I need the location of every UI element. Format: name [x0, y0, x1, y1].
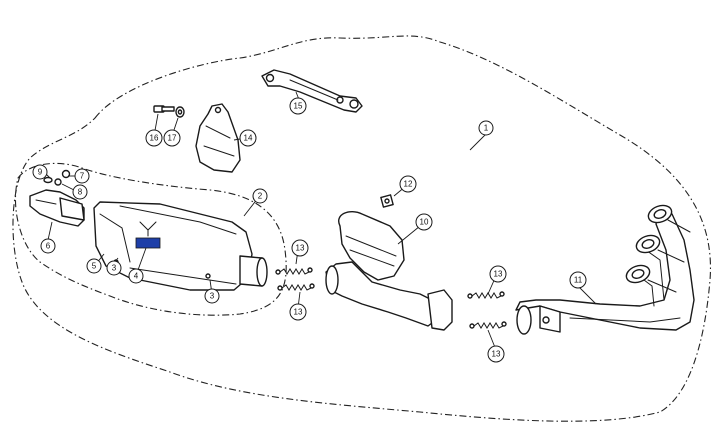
callout-8: 8 — [72, 184, 88, 200]
callout-3-upper: 3 — [106, 260, 122, 276]
svg-text:11: 11 — [574, 276, 583, 285]
svg-text:12: 12 — [404, 180, 413, 189]
svg-text:13: 13 — [494, 270, 503, 279]
end-cap-part — [29, 189, 85, 227]
callout-11: 11 — [569, 271, 587, 289]
callout-13-left-lower: 13 — [289, 303, 307, 321]
svg-text:9: 9 — [38, 168, 43, 177]
callout-16: 16 — [145, 129, 163, 147]
spring-part — [467, 291, 505, 299]
callout-1: 1 — [478, 120, 494, 136]
svg-text:15: 15 — [294, 102, 303, 111]
callout-12: 12 — [399, 175, 417, 193]
svg-text:3: 3 — [210, 292, 215, 301]
svg-text:4: 4 — [134, 272, 139, 281]
svg-text:8: 8 — [78, 188, 83, 197]
silencer-group-boundary — [14, 162, 287, 316]
callout-14: 14 — [239, 129, 257, 147]
clamp-strap-part — [195, 103, 241, 173]
svg-text:14: 14 — [244, 134, 253, 143]
callout-4: 4 — [128, 268, 144, 284]
leader-lines — [45, 91, 597, 351]
svg-text:6: 6 — [46, 242, 51, 251]
svg-text:10: 10 — [420, 218, 429, 227]
svg-text:7: 7 — [80, 172, 85, 181]
svg-text:2: 2 — [258, 192, 263, 201]
bolt-part — [153, 105, 175, 113]
nut-part — [380, 194, 394, 208]
svg-text:13: 13 — [492, 350, 501, 359]
callout-2: 2 — [252, 188, 268, 204]
link-pipe-part — [325, 210, 453, 331]
callout-17: 17 — [163, 129, 181, 147]
svg-text:1: 1 — [484, 124, 489, 133]
svg-text:3: 3 — [112, 264, 117, 273]
mounting-bracket-part — [261, 69, 363, 113]
svg-text:16: 16 — [150, 134, 159, 143]
callout-13-left-upper: 13 — [291, 239, 309, 257]
spring-part — [469, 321, 507, 329]
svg-text:13: 13 — [296, 244, 305, 253]
spring-part — [275, 267, 313, 275]
callout-10: 10 — [415, 213, 433, 231]
callout-3-lower: 3 — [204, 288, 220, 304]
spring-part — [277, 283, 315, 291]
assembly-boundary-outline — [12, 35, 712, 422]
callout-15: 15 — [289, 97, 307, 115]
washer-part — [175, 106, 185, 118]
callout-13-right-upper: 13 — [489, 265, 507, 283]
callout-6: 6 — [40, 238, 56, 254]
small-hardware-parts — [43, 169, 71, 186]
silencer-part — [93, 201, 268, 291]
brand-logo-badge — [135, 237, 161, 249]
callout-5: 5 — [86, 258, 102, 274]
svg-text:5: 5 — [92, 262, 97, 271]
svg-text:17: 17 — [168, 134, 177, 143]
svg-text:13: 13 — [294, 308, 303, 317]
callout-13-right-lower: 13 — [487, 345, 505, 363]
callout-7: 7 — [74, 168, 90, 184]
header-manifold-part — [515, 204, 695, 335]
callout-9: 9 — [32, 164, 48, 180]
